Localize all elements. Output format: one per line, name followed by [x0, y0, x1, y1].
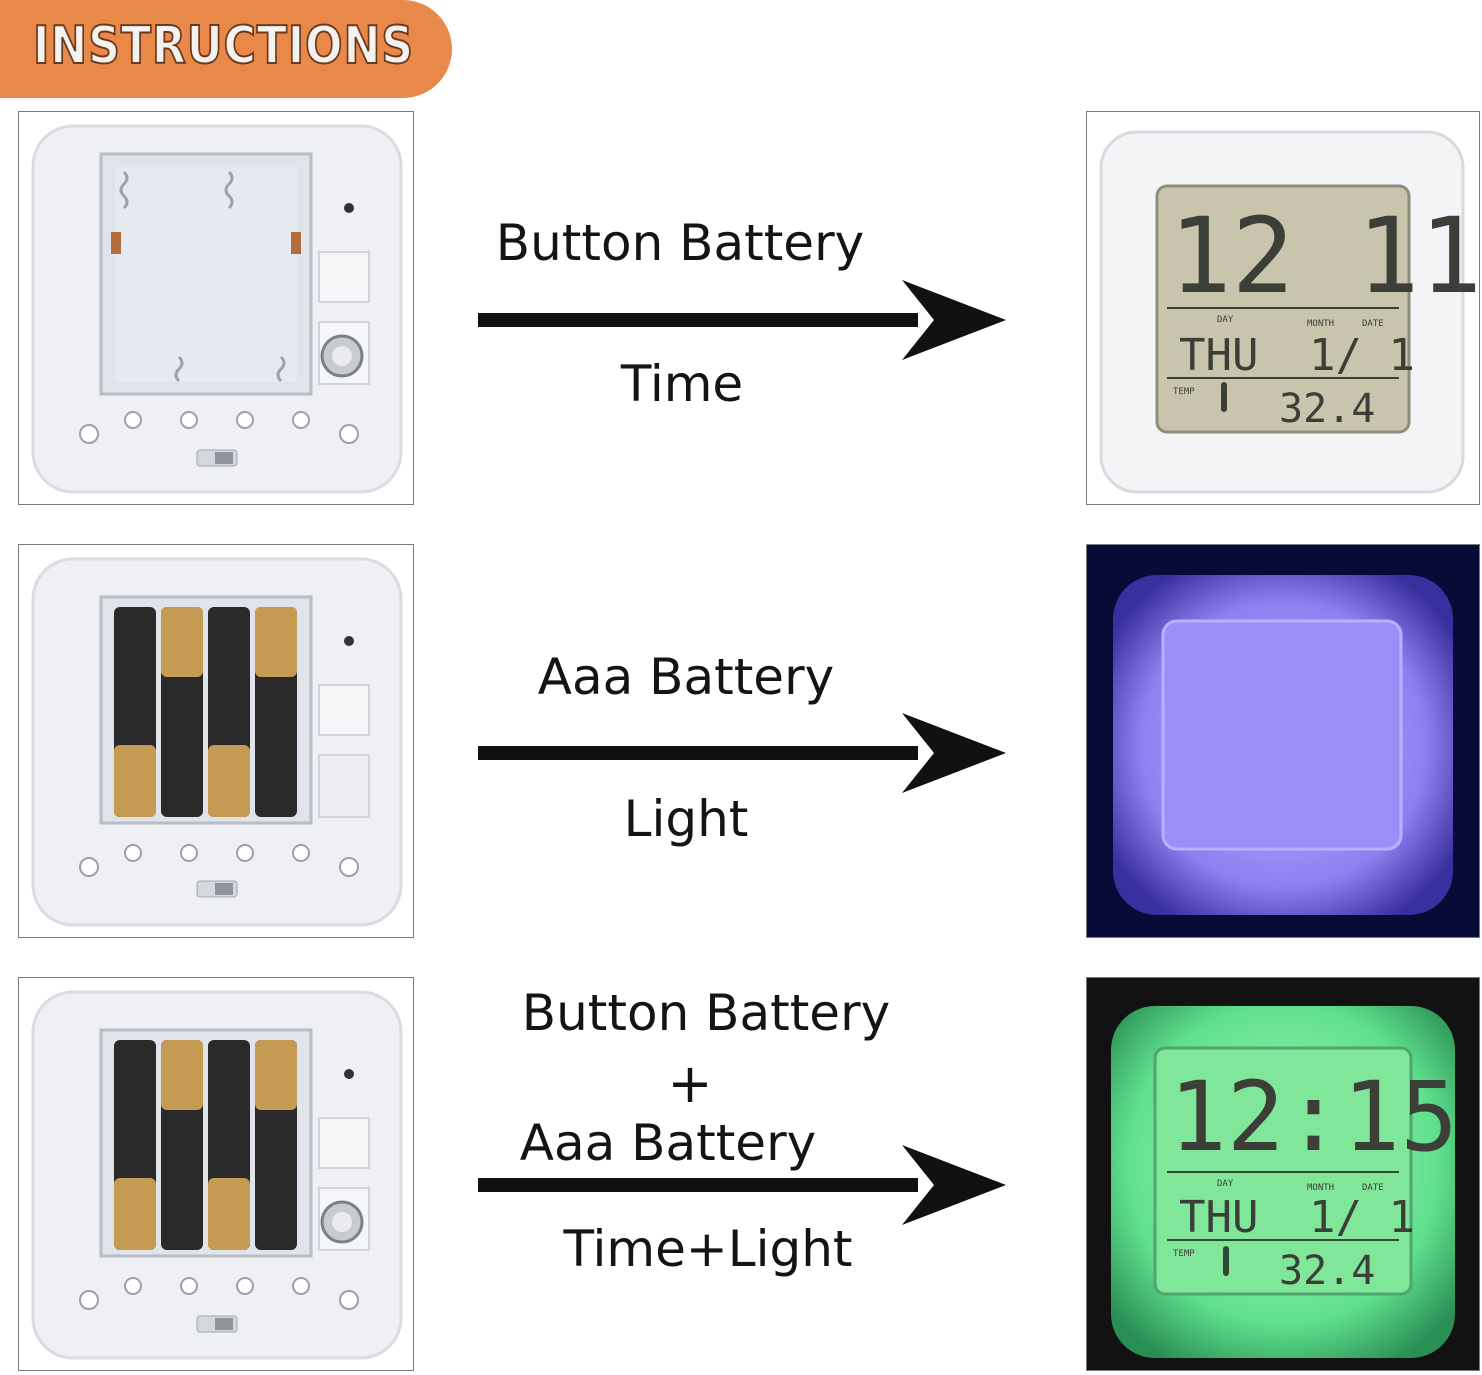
row3-lcd-label-date: DATE — [1362, 1183, 1384, 1193]
row3-lcd-label-month: MONTH — [1307, 1183, 1334, 1193]
clock-back-button-battery-photo — [18, 111, 414, 505]
banner-title: INSTRUCTIONS — [32, 15, 414, 77]
row1-lcd-time: 12 11 — [1169, 195, 1479, 317]
row3-lcd-temp: 32.4 — [1279, 1248, 1375, 1294]
row2-power-source-label: Aaa Battery — [537, 648, 835, 706]
purple-glow-clock-image — [1087, 545, 1479, 937]
row3-power-source-2-label: Aaa Battery — [519, 1114, 817, 1172]
row3-lcd-date: 1/ 1 — [1309, 1192, 1415, 1243]
row3-lcd-time: 12:15 — [1169, 1061, 1458, 1173]
row3-plus-label: + — [667, 1052, 713, 1115]
row1-lcd-label-month: MONTH — [1307, 319, 1334, 329]
row1-result-label: Time — [620, 355, 744, 413]
row3-arrow-icon — [478, 1145, 1006, 1225]
thermometer-icon — [1223, 1246, 1229, 1276]
clock-front-time-light-photo: 12:15 DAY MONTH DATE THU 1/ 1 TEMP 32.4 — [1086, 977, 1480, 1371]
clock-front-time-photo: 12 11 DAY MONTH DATE THU 1/ 1 TEMP 32.4 — [1086, 111, 1480, 505]
green-glow-clock-image: 12:15 DAY MONTH DATE THU 1/ 1 TEMP 32.4 — [1087, 978, 1479, 1370]
row3-power-source-1-label: Button Battery — [521, 984, 891, 1042]
row3-lcd-label-day: DAY — [1217, 1179, 1234, 1189]
clock-back-aaa-battery-photo — [18, 544, 414, 938]
lcd-clock-image: 12 11 DAY MONTH DATE THU 1/ 1 TEMP 32.4 — [1099, 130, 1479, 494]
row1-power-source-label: Button Battery — [495, 214, 865, 272]
row2-result-label: Light — [623, 790, 749, 848]
row1-lcd-temp: 32.4 — [1279, 386, 1375, 432]
battery-compartment-aaa-image — [31, 557, 403, 927]
clock-front-light-photo — [1086, 544, 1480, 938]
row1-lcd-label-day: DAY — [1217, 315, 1234, 325]
instructions-banner: INSTRUCTIONS — [0, 0, 452, 98]
row1-lcd-day: THU — [1179, 330, 1258, 381]
row1-lcd-label-date: DATE — [1362, 319, 1384, 329]
row1-lcd-date: 1/ 1 — [1309, 330, 1415, 381]
row1-arrow-icon — [478, 280, 1006, 360]
row3-lcd-day: THU — [1179, 1192, 1258, 1243]
row3-result-label: Time+Light — [563, 1220, 853, 1278]
battery-compartment-full-image — [31, 990, 403, 1360]
thermometer-icon — [1221, 382, 1227, 412]
clock-back-both-batteries-photo — [18, 977, 414, 1371]
battery-compartment-empty-image — [31, 124, 403, 494]
row3-lcd-label-temp: TEMP — [1173, 1249, 1195, 1259]
row2-arrow-icon — [478, 713, 1006, 793]
row1-lcd-label-temp: TEMP — [1173, 387, 1195, 397]
